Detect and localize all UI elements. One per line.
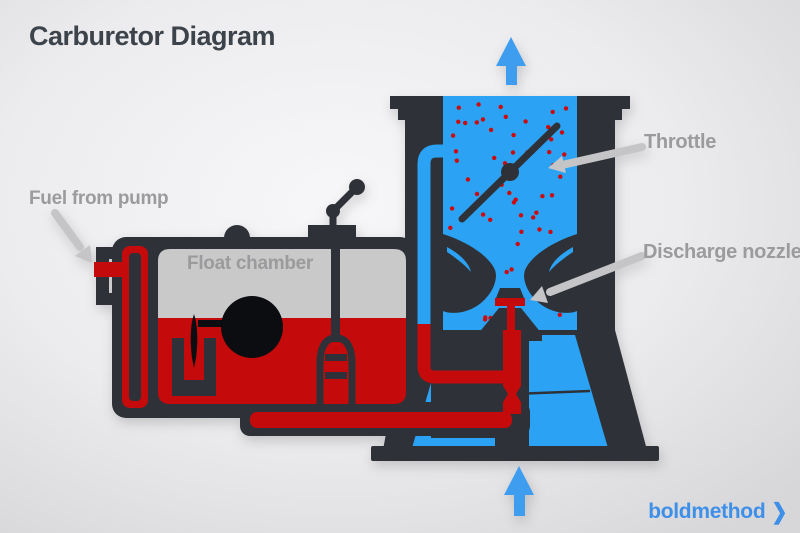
nozzle-cap: [496, 288, 524, 298]
logo-text: boldmethod: [648, 500, 766, 523]
label-discharge-nozzle: Discharge nozzle: [643, 241, 800, 263]
main-fuel-pipe: [250, 412, 512, 428]
label-float-chamber: Float chamber: [187, 253, 313, 274]
vent-dome: [224, 225, 250, 238]
label-pointer-arrows: [51, 143, 646, 303]
top-flange-left: [390, 96, 443, 109]
boldmethod-logo: boldmethod ❯: [648, 500, 787, 524]
mixture-needle-rod: [331, 226, 340, 342]
float-arm: [198, 320, 226, 327]
chamber-air-space: [158, 249, 406, 318]
float: [221, 296, 283, 358]
fuel-pointer-arrow: [51, 209, 84, 251]
mixture-lever: [326, 179, 365, 232]
needle-seat: [172, 338, 216, 396]
discharge-pointer-arrow: [546, 252, 646, 296]
nozzle-outlet: [495, 298, 525, 306]
chevron-right-icon: ❯: [771, 499, 787, 525]
float-chamber-body: [94, 179, 414, 418]
label-throttle: Throttle: [644, 131, 717, 153]
fuel-droplet-dots: [448, 102, 569, 322]
throttle-pivot: [501, 163, 519, 181]
main-jet: [316, 334, 356, 404]
discharge-nozzle: [250, 288, 542, 448]
base-plate: [371, 446, 659, 461]
lever-pedestal: [308, 225, 356, 238]
air-bleed-duct: [417, 144, 443, 326]
inlet-fuel-channel: [122, 246, 148, 408]
nozzle-branch-passage: [417, 324, 505, 384]
airflow-up-arrow-top: [496, 37, 526, 85]
page-title: Carburetor Diagram: [29, 21, 276, 51]
fuel-inlet: [94, 247, 130, 305]
needle-valve: [172, 314, 216, 396]
throttle-plate: [458, 122, 561, 223]
inlet-fuel-passage: [94, 262, 130, 277]
top-flange-right: [577, 96, 630, 109]
label-fuel-from-pump: Fuel from pump: [29, 188, 169, 209]
throttle-pointer-arrow: [558, 143, 646, 169]
airflow-up-arrow-bottom: [504, 466, 534, 516]
nozzle-riser: [503, 330, 521, 414]
